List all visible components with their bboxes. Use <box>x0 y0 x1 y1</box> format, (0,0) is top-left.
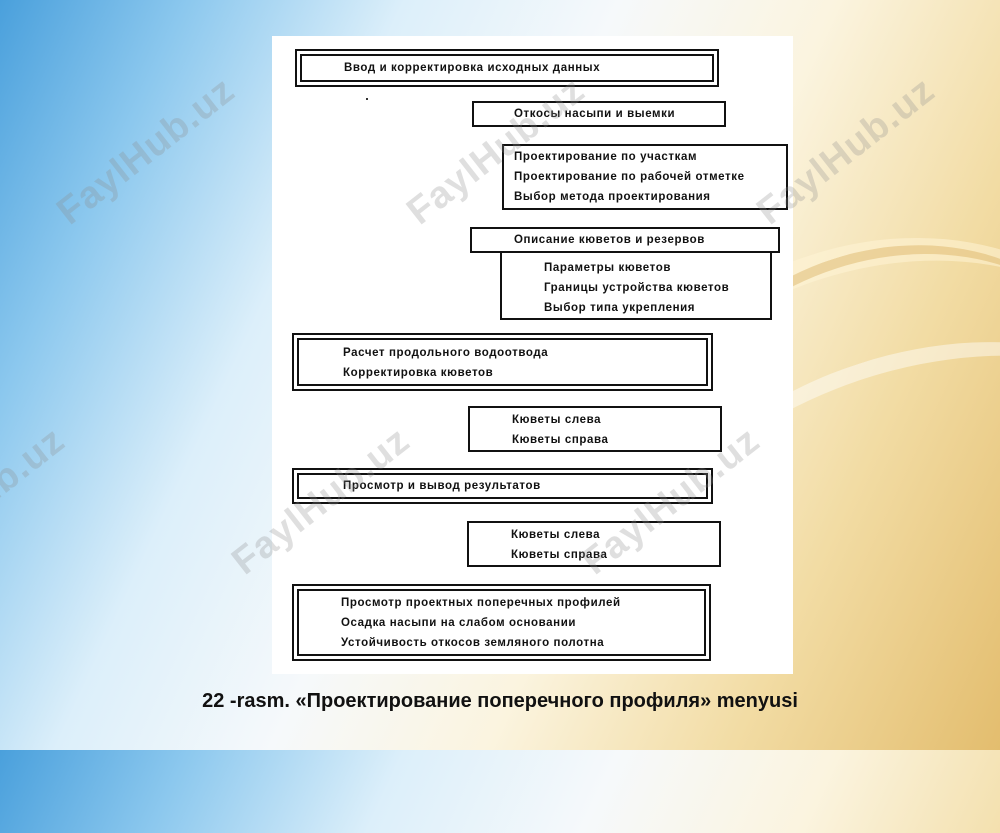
menu-item-label: Осадка насыпи на слабом основании <box>341 617 577 629</box>
menu-box-ditches-2[interactable]: Кюветы слева Кюветы справа <box>467 521 721 567</box>
scan-dot <box>366 98 368 100</box>
menu-item-label: Кюветы слева <box>511 529 601 541</box>
menu-box-ditch-params[interactable]: Параметры кюветов Границы устройства кюв… <box>500 250 772 320</box>
menu-item-label: Границы устройства кюветов <box>544 282 730 294</box>
figure-caption: 22 -rasm. «Проектирование поперечного пр… <box>202 690 798 712</box>
menu-item-label: Кюветы справа <box>512 434 609 446</box>
menu-box-design-method[interactable]: Проектирование по участкам Проектировани… <box>502 144 788 210</box>
menu-box-view-output[interactable]: Просмотр и вывод результатов <box>297 473 708 499</box>
menu-item-label: Просмотр проектных поперечных профилей <box>341 597 621 609</box>
menu-box-input-data[interactable]: Ввод и корректировка исходных данных <box>300 54 714 82</box>
menu-item-label: Просмотр и вывод результатов <box>343 480 541 492</box>
watermark: FaylHub.uz <box>0 419 73 584</box>
menu-item-label: Корректировка кюветов <box>343 367 494 379</box>
menu-item-label: Кюветы справа <box>511 549 608 561</box>
menu-diagram-panel: Ввод и корректировка исходных данных Отк… <box>272 36 793 674</box>
menu-item-label: Выбор метода проектирования <box>514 191 711 203</box>
menu-item-label: Кюветы слева <box>512 414 602 426</box>
menu-item-label: Устойчивость откосов земляного полотна <box>341 637 605 649</box>
menu-box-ditches-1[interactable]: Кюветы слева Кюветы справа <box>468 406 722 452</box>
menu-box-ditch-description[interactable]: Описание кюветов и резервов <box>470 227 780 253</box>
menu-item-label: Описание кюветов и резервов <box>514 234 705 246</box>
menu-box-slopes[interactable]: Откосы насыпи и выемки <box>472 101 726 127</box>
watermark: FaylHub.uz <box>49 69 243 234</box>
menu-item-label: Проектирование по участкам <box>514 151 698 163</box>
menu-item-label: Параметры кюветов <box>544 262 672 274</box>
menu-item-label: Проектирование по рабочей отметке <box>514 171 745 183</box>
menu-item-label: Выбор типа укрепления <box>544 302 696 314</box>
menu-box-profiles[interactable]: Просмотр проектных поперечных профилей О… <box>297 589 706 656</box>
menu-box-drainage[interactable]: Расчет продольного водоотвода Корректиро… <box>297 338 708 386</box>
menu-item-label: Расчет продольного водоотвода <box>343 347 549 359</box>
menu-item-label: Ввод и корректировка исходных данных <box>344 62 601 74</box>
menu-item-label: Откосы насыпи и выемки <box>514 108 676 120</box>
